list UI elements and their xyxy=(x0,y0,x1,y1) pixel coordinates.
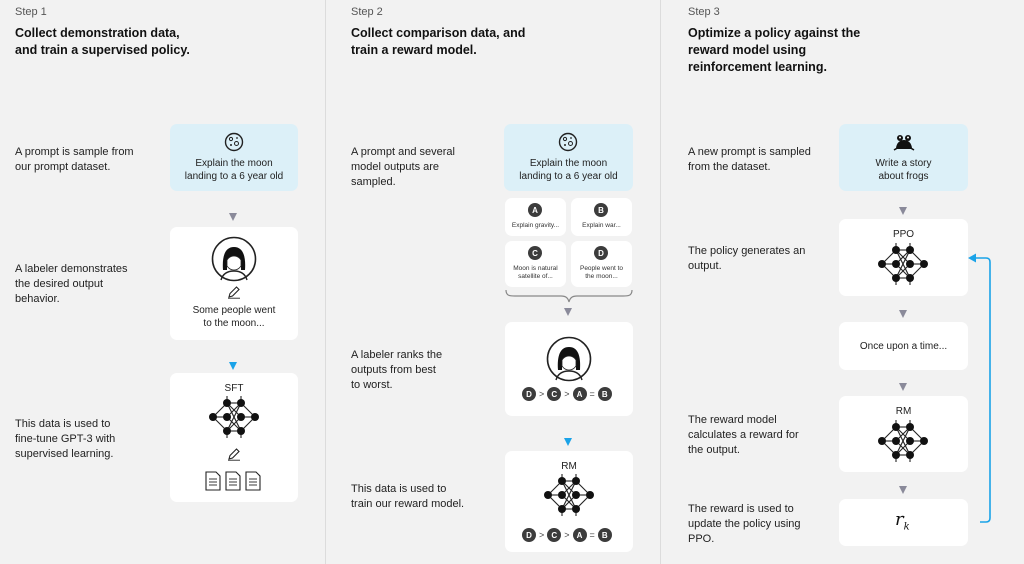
labeler-avatar-icon xyxy=(211,236,257,282)
step3-policy-label: PPO xyxy=(892,229,915,240)
step1-title: Collect demonstration data, and train a … xyxy=(15,26,190,57)
neural-network-icon xyxy=(878,420,928,462)
documents-icon xyxy=(205,471,261,491)
step2-model-label: RM xyxy=(561,461,577,472)
step3-title: Optimize a policy against the reward mod… xyxy=(688,26,861,74)
step3-label: Step 3 xyxy=(688,6,720,18)
reward-symbol: rk xyxy=(895,509,910,533)
step3-arrow-3 xyxy=(899,383,907,391)
step3-arrow-4 xyxy=(899,486,907,494)
output-badge-b: B xyxy=(594,203,608,217)
pencil-icon xyxy=(228,448,240,461)
output-badge-c: C xyxy=(528,246,542,260)
step3-reward-card: rk xyxy=(839,499,968,546)
rm-ranking-row: D> C> A= B xyxy=(522,528,612,542)
output-badge-a: A xyxy=(528,203,542,217)
step3-model-label: RM xyxy=(895,406,912,417)
output-badge-d: D xyxy=(594,246,608,260)
moon-icon xyxy=(224,132,244,152)
ranking-row: D> C> A= B xyxy=(522,387,612,401)
step3-rm-card: RM xyxy=(839,396,968,472)
column-divider-1 xyxy=(325,0,326,564)
step3-ppo-card: PPO xyxy=(839,219,968,296)
output-card-a: A Explain gravity... xyxy=(505,198,566,236)
step3-arrow-1 xyxy=(899,207,907,215)
step1-arrow-2 xyxy=(229,362,237,370)
column-divider-2 xyxy=(660,0,661,564)
step2-title: Collect comparison data, and train a rew… xyxy=(351,26,526,57)
step3-arrow-2 xyxy=(899,310,907,318)
neural-network-icon xyxy=(209,396,259,438)
step2-rm-card: RM D> C> A= B xyxy=(505,451,633,552)
output-text-b: Explain war... xyxy=(582,222,621,229)
labeler-avatar-icon xyxy=(546,336,592,382)
step1-sft-card: SFT xyxy=(170,373,298,502)
moon-icon xyxy=(558,132,578,152)
feedback-loop-arrow xyxy=(968,253,991,523)
frog-icon xyxy=(893,135,915,151)
step1-model-label: SFT xyxy=(224,383,244,394)
output-text-a: Explain gravity... xyxy=(511,222,560,229)
step2-arrow-1 xyxy=(564,308,572,316)
step1-arrow-1 xyxy=(229,213,237,221)
step2-arrow-2 xyxy=(564,438,572,446)
neural-network-icon xyxy=(544,474,594,516)
step1-label: Step 1 xyxy=(15,6,47,18)
step2-label: Step 2 xyxy=(351,6,383,18)
pencil-icon xyxy=(228,286,240,299)
step3-output-card: Once upon a time... xyxy=(839,322,968,370)
step3-output-text: Once upon a time... xyxy=(859,341,948,352)
step2-ranking-card: D> C> A= B xyxy=(505,322,633,416)
output-card-b: B Explain war... xyxy=(571,198,632,236)
neural-network-icon xyxy=(878,243,928,285)
brace-icon xyxy=(505,289,633,303)
